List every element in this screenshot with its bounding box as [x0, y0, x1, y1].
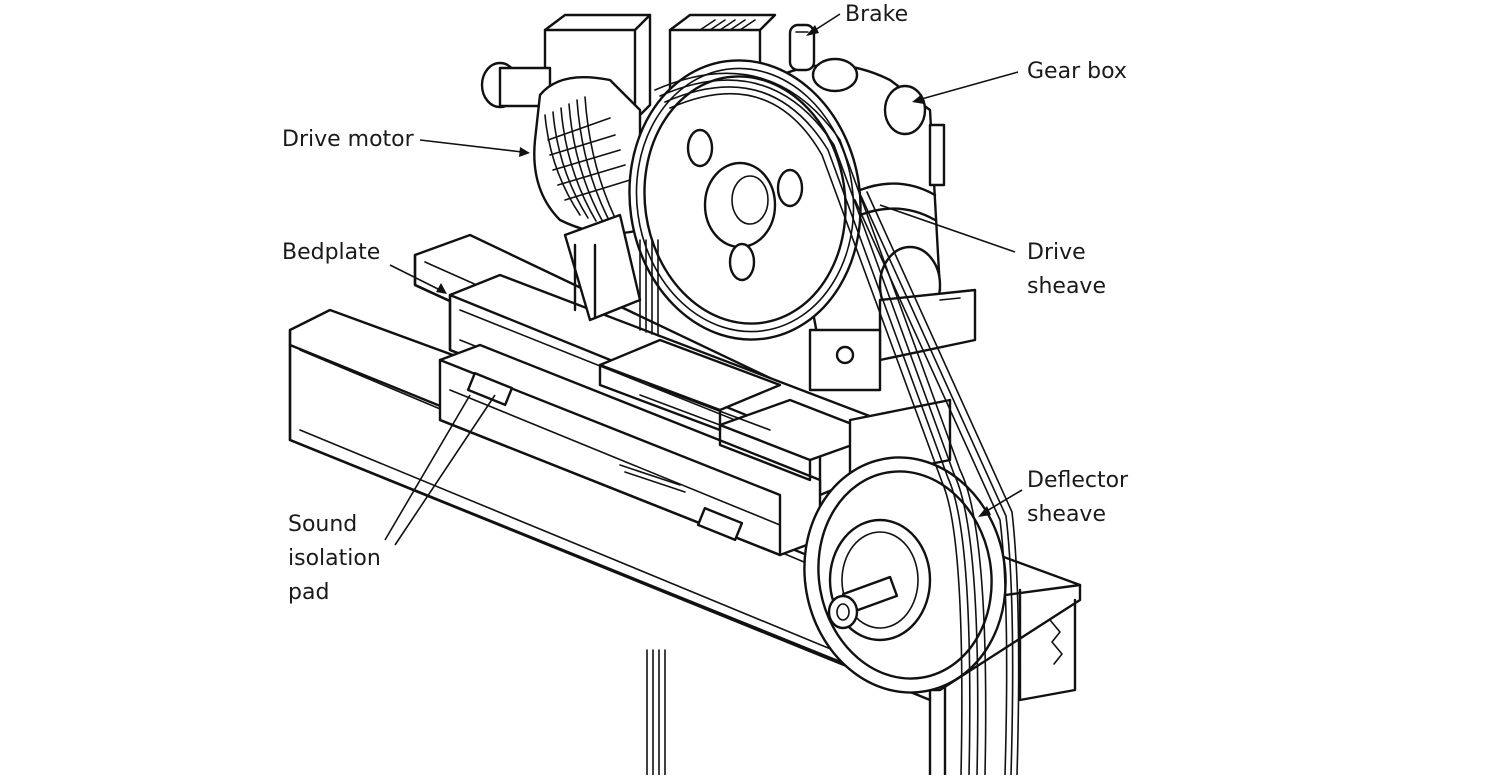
label-deflector-sheave: Deflector sheave: [1027, 468, 1129, 527]
hoist-ropes: [639, 72, 1020, 776]
label-sound-isolation-pad: Sound isolation pad: [288, 512, 381, 605]
sheave-stand: [563, 213, 642, 322]
label-drive-sheave: Drive sheave: [1027, 240, 1106, 299]
label-brake: Brake: [845, 2, 909, 27]
bedplate-frame: [438, 273, 882, 557]
deflector-sheave: [803, 398, 1007, 694]
label-bedplate: Bedplate: [282, 240, 381, 265]
brake: [788, 23, 816, 72]
label-drive-motor: Drive motor: [282, 127, 414, 152]
label-gear-box: Gear box: [1027, 59, 1127, 84]
leader-lines: [384, 13, 1023, 546]
drive-sheave: [628, 59, 862, 341]
